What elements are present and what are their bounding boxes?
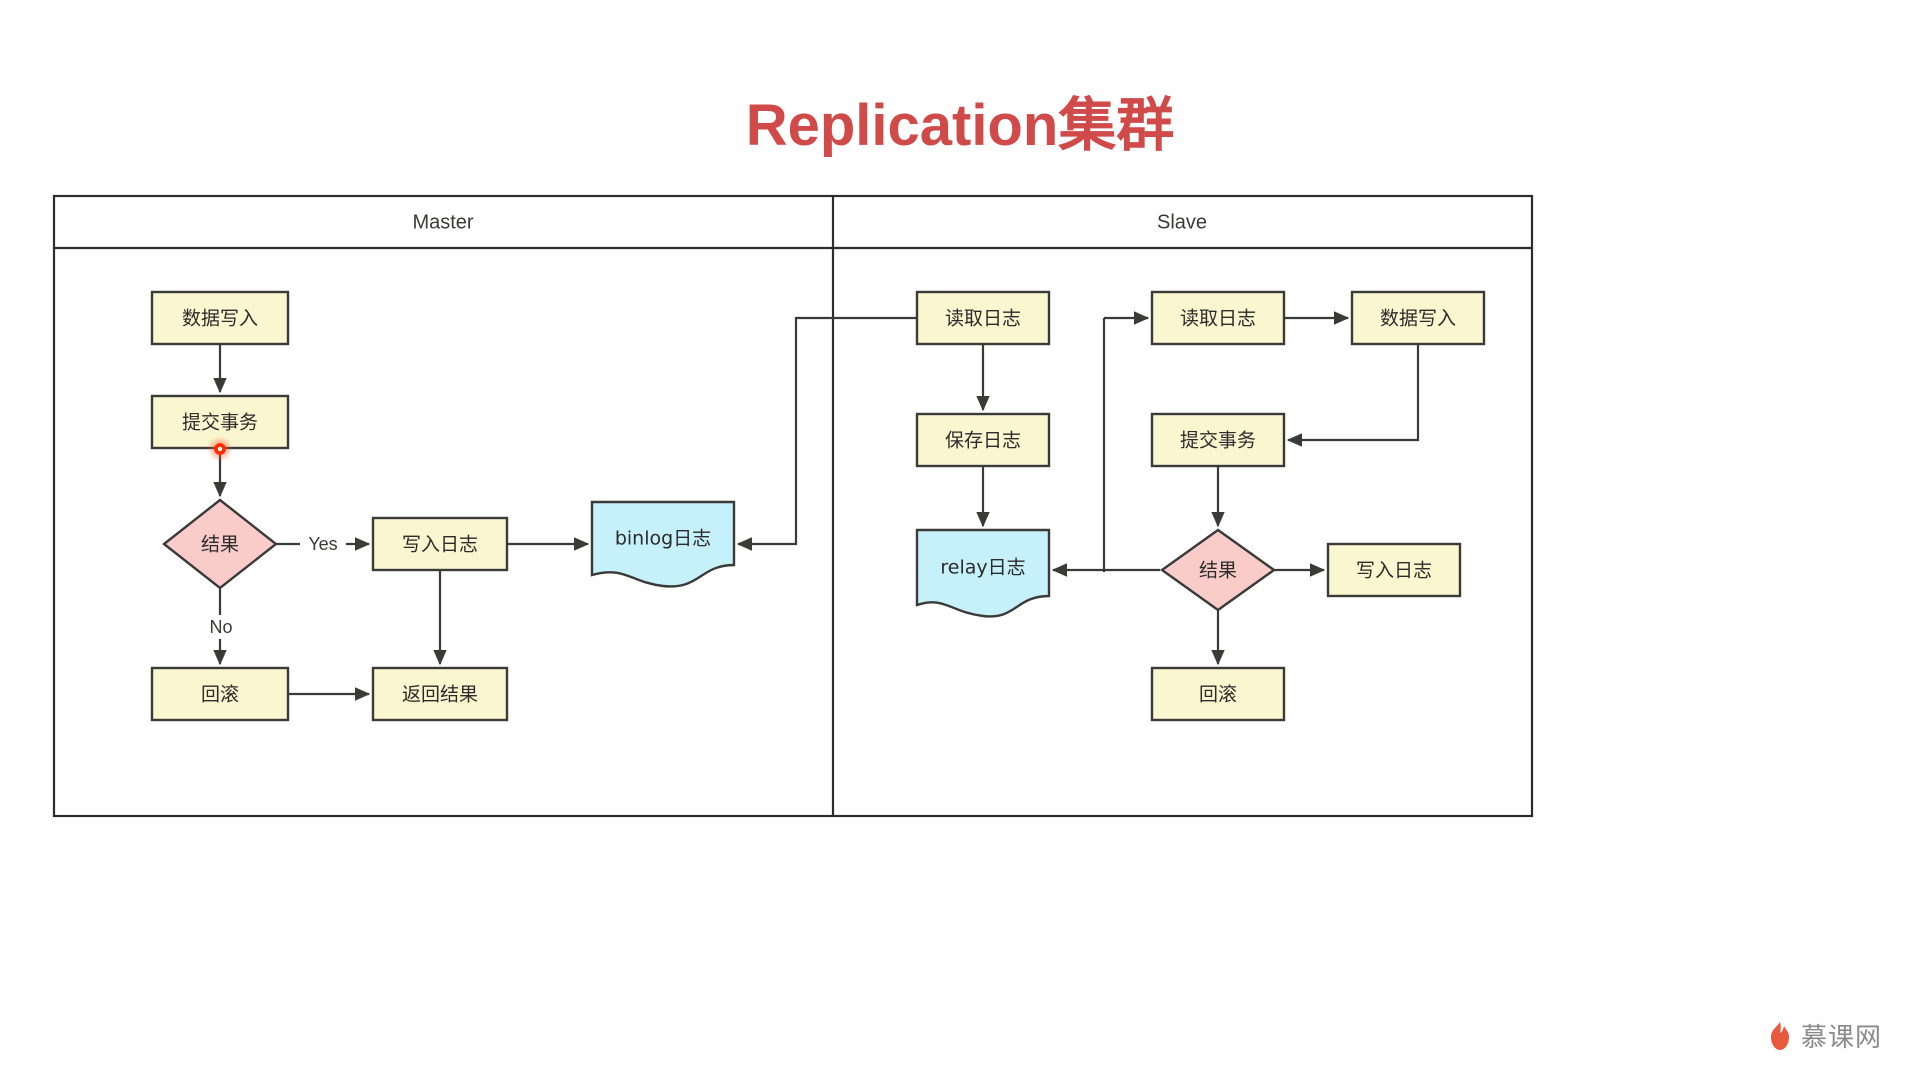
watermark: 慕课网: [1767, 1017, 1882, 1054]
node-s-write-log[interactable]: 写入日志: [1326, 542, 1462, 598]
node-label: 回滚: [1199, 684, 1237, 706]
page-title: Replication集群: [745, 93, 1175, 158]
node-m-write-log[interactable]: 写入日志: [371, 516, 509, 572]
node-m-binlog[interactable]: binlog日志: [590, 500, 736, 588]
node-label: 读取日志: [945, 308, 1021, 330]
node-s-read-log-1[interactable]: 读取日志: [915, 290, 1051, 346]
node-label: 保存日志: [945, 430, 1021, 452]
swimlane-frame: [52, 194, 1534, 818]
node-label: 数据写入: [182, 308, 258, 330]
node-s-data-write[interactable]: 数据写入: [1350, 290, 1486, 346]
lane-label-slave: Slave: [1157, 211, 1207, 233]
edges-slave: [976, 311, 1420, 666]
node-label: 写入日志: [402, 534, 478, 556]
node-label: 结果: [1199, 560, 1237, 582]
node-s-save-log[interactable]: 保存日志: [915, 412, 1051, 468]
lane-header-master: Master: [412, 211, 473, 233]
edge-sreadlog1-binlog: [736, 316, 917, 551]
node-m-rollback[interactable]: 回滚: [150, 666, 290, 722]
edge-label-no: No: [200, 615, 240, 639]
node-m-data-write[interactable]: 数据写入: [150, 290, 290, 346]
node-label: 提交事务: [1180, 430, 1256, 452]
node-s-relay[interactable]: relay日志: [915, 528, 1051, 618]
node-s-commit[interactable]: 提交事务: [1150, 412, 1286, 468]
node-label: 返回结果: [402, 684, 478, 706]
flame-icon: [1767, 1021, 1793, 1051]
edge-label-yes: Yes: [300, 532, 346, 556]
node-m-result[interactable]: 结果: [162, 498, 278, 590]
watermark-label: 慕课网: [1800, 1023, 1882, 1053]
node-s-rollback[interactable]: 回滚: [1150, 666, 1286, 722]
edge-label-text: No: [209, 617, 232, 637]
node-m-return[interactable]: 返回结果: [371, 666, 509, 722]
node-label: binlog日志: [615, 528, 711, 550]
lane-header-slave: Slave: [1157, 211, 1207, 233]
node-label: relay日志: [940, 557, 1025, 579]
edges-cross-lane: [736, 316, 917, 551]
edge-label-text: Yes: [308, 534, 337, 554]
node-label: 写入日志: [1356, 560, 1432, 582]
anchor-dot-marker[interactable]: [207, 436, 233, 462]
node-label: 提交事务: [182, 412, 258, 434]
node-label: 读取日志: [1180, 308, 1256, 330]
node-label: 结果: [201, 534, 239, 556]
node-label: 数据写入: [1380, 308, 1456, 330]
lane-label-master: Master: [412, 211, 473, 233]
edge-sdatawrite-scommit: [1286, 344, 1420, 447]
node-s-read-log-2[interactable]: 读取日志: [1150, 290, 1286, 346]
node-s-result[interactable]: 结果: [1159, 528, 1277, 612]
node-label: 回滚: [201, 684, 239, 706]
